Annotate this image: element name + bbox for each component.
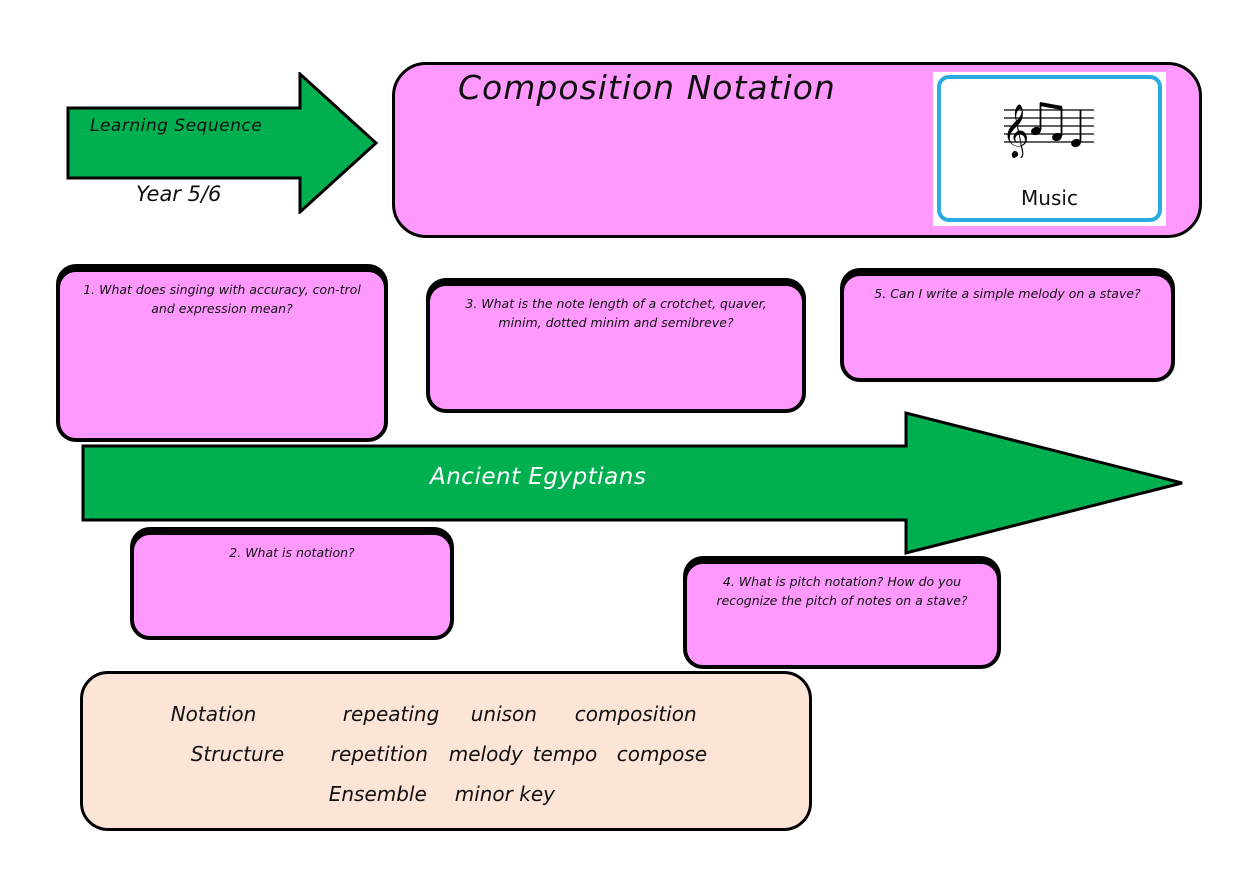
timeline-topic-label: Ancient Egyptians xyxy=(430,464,647,490)
question-card-1: 1. What does singing with accuracy, con-… xyxy=(56,268,388,442)
vocab-word: melody xyxy=(448,742,523,766)
learning-sequence-arrow xyxy=(66,72,379,214)
svg-text:𝄞: 𝄞 xyxy=(1002,103,1029,158)
vocab-word: Notation xyxy=(170,702,257,726)
vocab-word: repeating xyxy=(342,702,440,726)
vocab-word: unison xyxy=(470,702,537,726)
learning-sequence-label: Learning Sequence xyxy=(90,116,263,136)
year-label: Year 5/6 xyxy=(136,182,222,206)
vocab-word: composition xyxy=(574,702,697,726)
vocabulary-box xyxy=(80,671,812,831)
vocab-word: tempo xyxy=(532,742,598,766)
question-card-3: 3. What is the note length of a crotchet… xyxy=(426,282,806,413)
vocab-word: Structure xyxy=(190,742,285,766)
music-notes-icon: 𝄞 xyxy=(1002,102,1094,158)
vocab-word: compose xyxy=(616,742,708,766)
timeline-arrow xyxy=(81,411,1183,555)
question-card-4: 4. What is pitch notation? How do you re… xyxy=(683,560,1001,669)
vocabulary-row-3: Ensemble minor key xyxy=(316,758,555,806)
vocab-word: minor key xyxy=(454,782,555,806)
page-title: Composition Notation xyxy=(458,68,836,107)
subject-label: Music xyxy=(1021,186,1078,210)
subject-card xyxy=(937,75,1162,222)
question-card-2: 2. What is notation? xyxy=(130,531,454,640)
vocabulary-row-2: Structure repetition melody tempo compose xyxy=(178,718,707,766)
question-card-5: 5. Can I write a simple melody on a stav… xyxy=(840,272,1175,382)
vocab-word: repetition xyxy=(330,742,428,766)
vocabulary-row-1: Notation repeating unison composition xyxy=(158,678,697,726)
vocab-word: Ensemble xyxy=(328,782,427,806)
